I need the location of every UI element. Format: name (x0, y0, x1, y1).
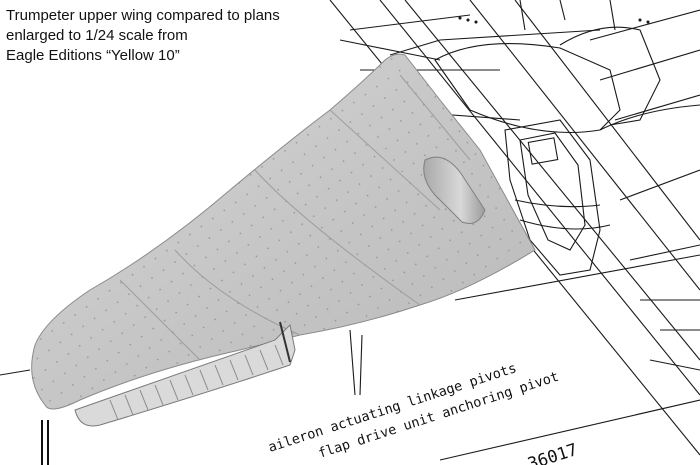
caption-line-3: Eagle Editions “Yellow 10” (6, 47, 180, 64)
photo-caption: Trumpeter upper wing compared to plans e… (6, 6, 280, 66)
caption-line-1: Trumpeter upper wing compared to plans (6, 7, 280, 24)
caption-line-2: enlarged to 1/24 scale from (6, 27, 188, 44)
drawing-number-label: 36017 (525, 440, 580, 465)
edge-marks (41, 420, 49, 465)
trumpeter-upper-wing (31, 53, 536, 427)
